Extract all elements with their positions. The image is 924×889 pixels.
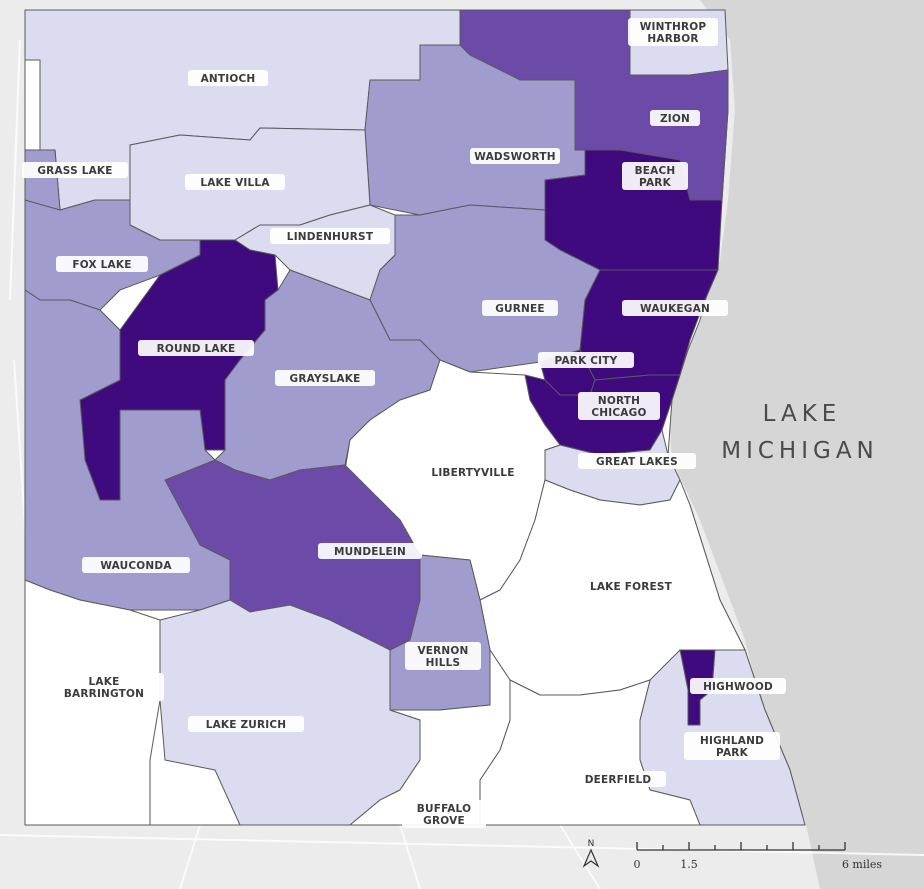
label-lake-barrington: LAKE BARRINGTON — [44, 673, 164, 701]
north-arrow: N — [582, 839, 600, 868]
north-label: N — [588, 839, 595, 849]
scale-label-1-5: 1.5 — [680, 858, 698, 871]
label-highwood: HIGHWOOD — [690, 678, 786, 694]
label-text: ROUND LAKE — [157, 343, 236, 355]
label-great-lakes: GREAT LAKES — [578, 453, 696, 469]
label-text: CHICAGO — [591, 407, 646, 419]
label-highland-park: HIGHLAND PARK — [684, 732, 780, 760]
region-lake-barrington[interactable] — [24, 579, 161, 826]
label-zion: ZION — [650, 110, 700, 126]
label-text: LAKE — [89, 676, 120, 688]
label-text: FOX LAKE — [72, 259, 131, 271]
scale-label-6-miles: 6 miles — [842, 858, 882, 871]
label-text: GURNEE — [495, 303, 545, 315]
label-beach-park: BEACH PARK — [622, 162, 688, 190]
label-gurnee: GURNEE — [482, 300, 558, 316]
region-labels: ANTIOCH WINTHROP HARBOR ZION WADSWORTH B… — [22, 18, 786, 828]
label-text: HIGHLAND — [700, 735, 764, 747]
label-waukegan: WAUKEGAN — [622, 300, 728, 316]
label-mundelein: MUNDELEIN — [318, 543, 422, 559]
north-arrow-icon — [582, 848, 600, 868]
label-north-chicago: NORTH CHICAGO — [578, 392, 660, 420]
label-deerfield: DEERFIELD — [570, 771, 666, 787]
label-text: LAKE VILLA — [200, 177, 270, 189]
label-text: ANTIOCH — [201, 73, 256, 85]
label-buffalo-grove: BUFFALO GROVE — [402, 800, 486, 828]
label-text: GRASS LAKE — [37, 165, 112, 177]
label-text: BUFFALO — [417, 803, 471, 815]
lake-michigan-water — [668, 0, 924, 889]
label-text: VERNON — [417, 645, 468, 657]
label-text: PARK CITY — [555, 355, 618, 367]
label-vernon-hills: VERNON HILLS — [405, 642, 481, 670]
label-park-city: PARK CITY — [538, 352, 634, 368]
lake-label-line1: LAKE — [763, 401, 842, 427]
label-lake-zurich: LAKE ZURICH — [188, 716, 304, 732]
label-text: ZION — [660, 113, 690, 125]
label-text: LAKE ZURICH — [206, 719, 287, 731]
label-text: NORTH — [598, 395, 640, 407]
label-wauconda: WAUCONDA — [82, 557, 190, 573]
label-lake-villa: LAKE VILLA — [185, 174, 285, 190]
label-text: WADSWORTH — [474, 151, 555, 163]
label-wadsworth: WADSWORTH — [470, 148, 560, 164]
label-lake-forest: LAKE FOREST — [572, 578, 690, 594]
label-libertyville: LIBERTYVILLE — [412, 464, 534, 480]
region-wauconda[interactable] — [24, 289, 231, 611]
label-text: WINTHROP — [640, 21, 707, 33]
label-text: GRAYSLAKE — [290, 373, 361, 385]
label-round-lake: ROUND LAKE — [138, 340, 254, 356]
scale-bar — [636, 842, 846, 851]
label-text: PARK — [639, 177, 672, 189]
region-buffalo-grove[interactable] — [349, 649, 511, 826]
label-text: HARBOR — [647, 33, 698, 45]
label-grass-lake: GRASS LAKE — [22, 162, 128, 178]
label-text: LIBERTYVILLE — [431, 467, 514, 479]
label-text: LINDENHURST — [287, 231, 374, 243]
label-text: WAUKEGAN — [640, 303, 710, 315]
label-text: BEACH — [635, 165, 676, 177]
label-grayslake: GRAYSLAKE — [275, 370, 375, 386]
label-text: MUNDELEIN — [334, 546, 406, 558]
label-text: GREAT LAKES — [596, 456, 678, 468]
label-text: HIGHWOOD — [703, 681, 773, 693]
label-text: BARRINGTON — [64, 688, 144, 700]
label-text: HILLS — [426, 657, 461, 669]
label-text: LAKE FOREST — [590, 581, 673, 593]
scale-label-0: 0 — [634, 858, 641, 871]
label-text: WAUCONDA — [100, 560, 172, 572]
lake-label-line2: MICHIGAN — [721, 438, 879, 464]
label-antioch: ANTIOCH — [188, 70, 268, 86]
label-text: GROVE — [423, 815, 465, 827]
label-lindenhurst: LINDENHURST — [270, 228, 390, 244]
municipal-regions — [24, 9, 806, 826]
label-fox-lake: FOX LAKE — [56, 256, 148, 272]
label-text: DEERFIELD — [585, 774, 652, 786]
label-winthrop-harbor: WINTHROP HARBOR — [628, 18, 718, 46]
lake-michigan-label: LAKE MICHIGAN — [721, 401, 879, 464]
label-text: PARK — [716, 747, 749, 759]
